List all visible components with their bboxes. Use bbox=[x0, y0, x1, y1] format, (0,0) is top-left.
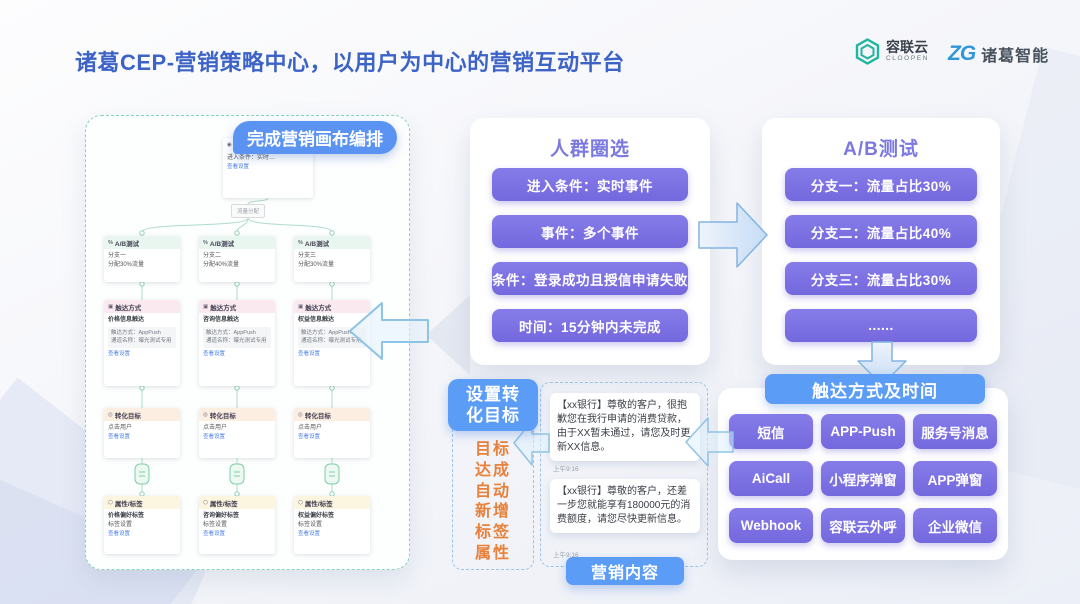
goal-setting-label: 设置转化目标 bbox=[448, 379, 538, 431]
touch-icon: ▣ bbox=[108, 303, 114, 310]
sms-message-card: 【xx银行】尊敬的客户，还差一步您就能享有180000元的消费额度，请您尽快更新… bbox=[550, 479, 700, 533]
cloopen-name: 容联云 bbox=[886, 39, 928, 56]
audience-panel: 人群圈选 进入条件：实时事件 事件：多个事件 条件：登录成功且授信申请失败 时间… bbox=[470, 118, 710, 365]
reach-channel-button[interactable]: 容联云外呼 bbox=[821, 508, 905, 543]
merge-pill-icon bbox=[134, 463, 340, 485]
touch-settings-link[interactable]: 查看设置 bbox=[298, 350, 321, 357]
goal-note-text: 目标达成 自动新增 标签属性 bbox=[474, 441, 511, 562]
goal-node[interactable]: ◎转化目标 点击用户 查看设置 bbox=[294, 408, 370, 458]
touch-settings-link[interactable]: 查看设置 bbox=[203, 350, 226, 357]
reach-panel-title: 触达方式及时间 bbox=[765, 374, 985, 404]
tag-icon: ⬡ bbox=[203, 499, 208, 506]
canvas-column: %A/B测试 分支二分配40%流量 ▣触达方式 咨询信息触达 触达方式：AppP… bbox=[199, 236, 275, 556]
tag-settings-link[interactable]: 查看设置 bbox=[298, 531, 321, 537]
percent-icon: % bbox=[108, 239, 113, 246]
reach-channel-button[interactable]: 短信 bbox=[729, 414, 813, 449]
flow-beam bbox=[426, 295, 470, 375]
audience-item-button[interactable]: 进入条件：实时事件 bbox=[492, 168, 688, 201]
touch-settings-link[interactable]: 查看设置 bbox=[108, 350, 131, 357]
ab-branch-button[interactable]: 分支一：流量占比30% bbox=[785, 168, 977, 201]
sms-message-card: 【xx银行】尊敬的客户，很抱歉您在我行申请的消费贷款，由于XX暂未通过，请您及时… bbox=[550, 393, 700, 461]
flow-splitter-node[interactable]: 流量分配 bbox=[231, 204, 265, 218]
ab-test-node[interactable]: %A/B测试 分支三分配30%流量 bbox=[294, 236, 370, 282]
reach-channel-button[interactable]: APP-Push bbox=[821, 414, 905, 449]
canvas-label: 完成营销画布编排 bbox=[233, 121, 397, 154]
marketing-content-box: 【xx银行】尊敬的客户，很抱歉您在我行申请的消费贷款，由于XX暂未通过，请您及时… bbox=[540, 382, 708, 585]
tag-settings-link[interactable]: 查看设置 bbox=[203, 531, 226, 537]
zg-mark-icon: ZG bbox=[948, 42, 976, 65]
arrow-left-icon bbox=[513, 420, 550, 466]
ab-test-node[interactable]: %A/B测试 分支一分配30%流量 bbox=[104, 236, 180, 282]
arrow-down-icon bbox=[857, 341, 907, 386]
content-label: 营销内容 bbox=[566, 557, 684, 585]
canvas-column: %A/B测试 分支一分配30%流量 ▣触达方式 价格信息触达 触达方式：AppP… bbox=[104, 236, 180, 556]
ab-branch-button[interactable]: 分支三：流量占比30% bbox=[785, 262, 977, 295]
cloopen-hexagon-icon bbox=[855, 38, 880, 65]
goal-settings-link[interactable]: 查看设置 bbox=[298, 434, 321, 440]
marketing-canvas-panel: ◉ 进入设置 进入条件：实时… 查看设置 流量分配 %A/B测试 分支一分配30… bbox=[85, 115, 410, 570]
message-timestamp: 上午9:16 bbox=[553, 466, 579, 473]
target-icon: ◎ bbox=[108, 411, 113, 418]
audience-title: 人群圈选 bbox=[549, 139, 630, 160]
audience-item-button[interactable]: 时间：15分钟内未完成 bbox=[492, 309, 688, 342]
ab-branch-button[interactable]: ...... bbox=[785, 309, 977, 342]
ab-test-node[interactable]: %A/B测试 分支二分配40%流量 bbox=[199, 236, 275, 282]
tag-settings-link[interactable]: 查看设置 bbox=[108, 531, 131, 537]
reach-channel-button[interactable]: 小程序弹窗 bbox=[821, 461, 905, 496]
ab-branch-button[interactable]: 分支二：流量占比40% bbox=[785, 215, 977, 248]
target-icon: ◎ bbox=[203, 411, 208, 418]
cloopen-logo: 容联云 CLOOPEN bbox=[854, 38, 929, 65]
entry-settings-link[interactable]: 查看设置 bbox=[227, 164, 250, 170]
entry-condition: 进入条件：实时… bbox=[227, 155, 276, 161]
touch-icon: ▣ bbox=[203, 303, 209, 310]
canvas-connector-lines bbox=[134, 197, 340, 497]
percent-icon: % bbox=[298, 239, 303, 246]
ab-test-panel: A/B测试 分支一：流量占比30% 分支二：流量占比40% 分支三：流量占比30… bbox=[762, 118, 1000, 365]
reach-panel: 短信 APP-Push 服务号消息 AiCall 小程序弹窗 APP弹窗 Web… bbox=[718, 388, 1008, 560]
tag-node[interactable]: ⬡属性/标签 咨询偏好标签标签设置 查看设置 bbox=[199, 496, 275, 554]
arrow-left-icon bbox=[685, 417, 734, 467]
page-title: 诸葛CEP-营销策略中心，以用户为中心的营销互动平台 bbox=[75, 50, 625, 75]
reach-channel-button[interactable]: 企业微信 bbox=[913, 508, 997, 543]
reach-channel-button[interactable]: Webhook bbox=[729, 508, 813, 543]
zhuge-logo: ZG 诸葛智能 bbox=[948, 42, 1049, 66]
percent-icon: % bbox=[203, 239, 208, 246]
reach-channel-button[interactable]: APP弹窗 bbox=[913, 461, 997, 496]
goal-settings-link[interactable]: 查看设置 bbox=[108, 434, 131, 440]
message-timestamp: 上午9:16 bbox=[553, 552, 579, 559]
reach-channel-button[interactable]: AiCall bbox=[729, 461, 813, 496]
zhuge-name: 诸葛智能 bbox=[981, 48, 1050, 65]
audience-item-button[interactable]: 条件：登录成功且授信申请失败 bbox=[492, 262, 688, 295]
tag-node[interactable]: ⬡属性/标签 权益偏好标签标签设置 查看设置 bbox=[294, 496, 370, 554]
tag-icon: ⬡ bbox=[298, 499, 303, 506]
entry-icon: ◉ bbox=[227, 141, 232, 148]
reach-channel-button[interactable]: 服务号消息 bbox=[913, 414, 997, 449]
goal-node[interactable]: ◎转化目标 点击用户 查看设置 bbox=[199, 408, 275, 458]
tag-icon: ⬡ bbox=[108, 499, 113, 506]
touch-icon: ▣ bbox=[298, 303, 304, 310]
target-icon: ◎ bbox=[298, 411, 303, 418]
cloopen-subtitle: CLOOPEN bbox=[886, 55, 929, 63]
arrow-left-icon bbox=[349, 302, 429, 360]
audience-item-button[interactable]: 事件：多个事件 bbox=[492, 215, 688, 248]
goal-settings-link[interactable]: 查看设置 bbox=[203, 434, 226, 440]
arrow-right-icon bbox=[698, 202, 768, 268]
canvas-column: %A/B测试 分支三分配30%流量 ▣触达方式 权益信息触达 触达方式：AppP… bbox=[294, 236, 370, 556]
ab-test-title: A/B测试 bbox=[843, 139, 919, 160]
goal-node[interactable]: ◎转化目标 点击用户 查看设置 bbox=[104, 408, 180, 458]
tag-node[interactable]: ⬡属性/标签 价格偏好标签标签设置 查看设置 bbox=[104, 496, 180, 554]
